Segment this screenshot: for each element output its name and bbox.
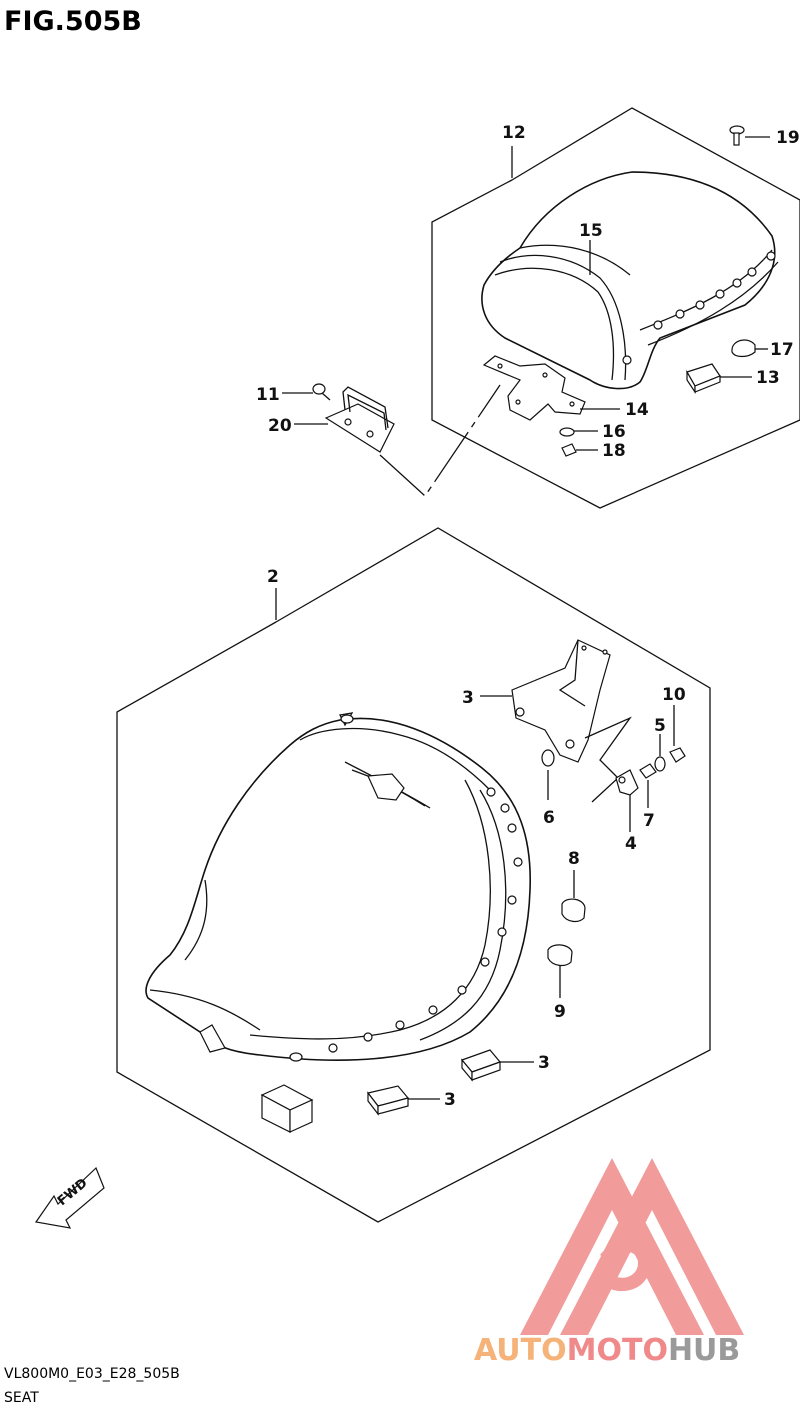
- callout-11: 11: [256, 385, 280, 405]
- watermark-hub: HUB: [668, 1333, 740, 1368]
- figure-code: VL800M0_E03_E28_505B: [4, 1366, 180, 1382]
- callout-8: 8: [568, 849, 580, 869]
- callout-19: 19: [776, 128, 800, 148]
- callout-1: 2: [267, 567, 279, 587]
- callout-12: 12: [502, 123, 526, 143]
- zigzag-connector-line: [584, 716, 632, 803]
- rear-seat-group-box: [431, 107, 800, 509]
- callout-18: 18: [602, 441, 626, 461]
- washer-5-part: [654, 756, 666, 772]
- callout-3-lower: 3: [444, 1090, 456, 1110]
- small-box-part: [260, 1084, 314, 1133]
- callout-3-upper: 3: [538, 1053, 550, 1073]
- washer-16-part: [559, 427, 575, 437]
- cushion-17-part: [731, 339, 756, 358]
- automotohub-logo-icon: [520, 1158, 744, 1335]
- pad-3-upper-part: [460, 1049, 502, 1082]
- rear-seat-part: [481, 171, 779, 390]
- nut-18-part: [561, 443, 577, 457]
- figure-caption: SEAT: [4, 1390, 39, 1406]
- callout-6: 6: [543, 808, 555, 828]
- callout-9: 9: [554, 1002, 566, 1022]
- lock-4-part: [615, 769, 639, 796]
- nut-10-part: [669, 747, 686, 763]
- callout-4: 4: [625, 834, 637, 854]
- washer-6-part: [541, 749, 555, 767]
- pad-13-part: [686, 363, 721, 394]
- figure-title: FIG.505B: [4, 6, 142, 37]
- pad-3-lower-part: [366, 1085, 410, 1116]
- front-seat-part: [145, 712, 532, 1062]
- watermark-text: AUTOMOTOHUB: [474, 1333, 740, 1368]
- fwd-arrow-icon: FWD: [34, 1166, 105, 1229]
- callout-13: 13: [756, 368, 780, 388]
- bracket-14-part: [482, 355, 586, 421]
- callout-7: 7: [643, 811, 655, 831]
- cushion-8-part: [561, 898, 586, 923]
- front-seat-group-box: [116, 527, 711, 1223]
- callout-5: 5: [654, 716, 666, 736]
- bracket-2-part: [511, 639, 611, 763]
- watermark-moto: MOTO: [567, 1333, 668, 1368]
- callout-20: 20: [268, 416, 292, 436]
- callout-2: 3: [462, 688, 474, 708]
- callout-17: 17: [770, 340, 794, 360]
- screw-19-part: [729, 125, 745, 146]
- callout-10: 10: [662, 685, 686, 705]
- callout-15: 15: [579, 221, 603, 241]
- callout-14: 14: [625, 400, 649, 420]
- callout-16: 16: [602, 422, 626, 442]
- collar-7-part: [639, 763, 657, 779]
- assembly-connector-line: [379, 384, 501, 497]
- handle-plate-20-part: [324, 386, 395, 453]
- watermark-auto: AUTO: [474, 1333, 567, 1368]
- cushion-9-part: [547, 944, 573, 967]
- bolt-11-part: [312, 383, 331, 401]
